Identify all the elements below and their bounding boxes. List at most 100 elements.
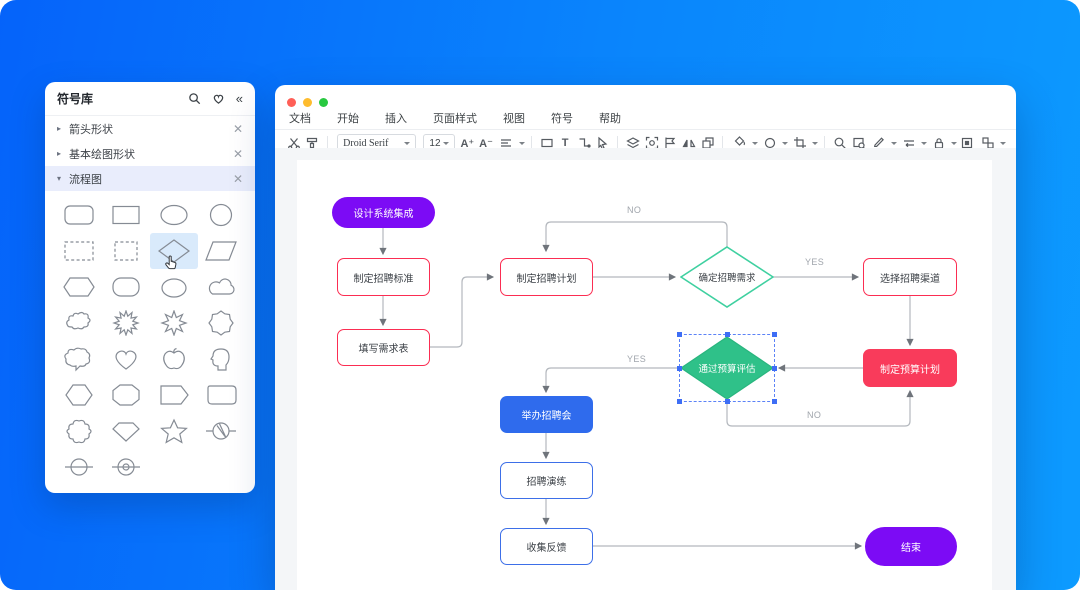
- shape-ellipse[interactable]: [150, 197, 198, 233]
- menu-help[interactable]: 帮助: [599, 113, 621, 125]
- shape-tool-icon[interactable]: [538, 133, 556, 153]
- layers-icon[interactable]: [624, 133, 642, 153]
- category-flowchart[interactable]: ▾ 流程图 ✕: [45, 166, 255, 191]
- menu-page-style[interactable]: 页面样式: [433, 113, 477, 125]
- selection-handle-e[interactable]: [772, 366, 777, 371]
- flow-node-start[interactable]: 设计系统集成: [332, 197, 435, 228]
- menu-document[interactable]: 文档: [289, 113, 311, 125]
- shape-rectangle[interactable]: [103, 197, 151, 233]
- flow-node-interview-drill[interactable]: 招聘演练: [500, 462, 593, 499]
- collapse-panel-icon[interactable]: «: [235, 91, 243, 106]
- shape-circle[interactable]: [198, 197, 246, 233]
- flow-node-end[interactable]: 结束: [865, 527, 957, 566]
- shape-scalloped-circle[interactable]: [198, 305, 246, 341]
- menu-symbol[interactable]: 符号: [551, 113, 573, 125]
- menu-view[interactable]: 视图: [503, 113, 525, 125]
- shape-circle-line[interactable]: [55, 449, 103, 485]
- shape-rounded-octagon[interactable]: [103, 269, 151, 305]
- shape-rounded-rectangle[interactable]: [55, 197, 103, 233]
- line-style-select[interactable]: [898, 133, 928, 153]
- selection-handle-w[interactable]: [677, 366, 682, 371]
- chevron-down-icon: [951, 141, 958, 145]
- align-flag-icon[interactable]: [661, 133, 679, 153]
- minimize-window-button[interactable]: [303, 98, 312, 107]
- selection-handle-s[interactable]: [725, 399, 730, 404]
- zoom-window-button[interactable]: [319, 98, 328, 107]
- symbol-library-panel: 符号库 « ▸ 箭头形状 ✕ ▸ 基本绘图形状 ✕ ▾ 流程图 ✕: [45, 82, 255, 493]
- shape-parallelogram[interactable]: [198, 233, 246, 269]
- flow-node-make-hiring-plan[interactable]: 制定招聘计划: [500, 258, 593, 296]
- chevron-down-icon: [891, 141, 898, 145]
- shape-rounded-corner-rect[interactable]: [198, 377, 246, 413]
- selection-handle-n[interactable]: [725, 332, 730, 337]
- favorites-heart-icon[interactable]: [212, 92, 225, 105]
- shape-hatched-circle[interactable]: [198, 413, 246, 449]
- line-style-icon: [898, 133, 919, 153]
- find-replace-icon[interactable]: [850, 133, 868, 153]
- shape-quatrefoil[interactable]: [55, 413, 103, 449]
- shape-octagon[interactable]: [103, 377, 151, 413]
- edge-label-yes-right: YES: [805, 257, 825, 267]
- shape-dashed-rectangle[interactable]: [55, 233, 103, 269]
- selection-handle-se[interactable]: [772, 399, 777, 404]
- flip-icon[interactable]: [680, 133, 698, 153]
- edge-label-yes-left: YES: [627, 354, 647, 364]
- shape-heart[interactable]: [103, 341, 151, 377]
- shape-head-profile[interactable]: [198, 341, 246, 377]
- increase-font-icon[interactable]: A⁺: [460, 137, 475, 150]
- flow-node-make-budget-plan[interactable]: 制定预算计划: [863, 349, 957, 387]
- connector-tool-icon[interactable]: [575, 133, 593, 153]
- menu-home[interactable]: 开始: [337, 113, 359, 125]
- shape-display[interactable]: [150, 269, 198, 305]
- close-icon[interactable]: ✕: [232, 121, 243, 136]
- selection-handle-nw[interactable]: [677, 332, 682, 337]
- chevron-down-icon: [921, 141, 928, 145]
- symbol-library-header: 符号库 «: [45, 82, 255, 116]
- text-align-select[interactable]: [496, 133, 525, 153]
- shape-style-select[interactable]: [759, 133, 789, 153]
- insert-image-icon[interactable]: [958, 133, 976, 153]
- shape-point-right-pentagon[interactable]: [150, 377, 198, 413]
- selection-handle-sw[interactable]: [677, 399, 682, 404]
- shape-circle-target[interactable]: [103, 449, 151, 485]
- shape-dashed-square[interactable]: [103, 233, 151, 269]
- decrease-font-icon[interactable]: A⁻: [479, 137, 493, 150]
- canvas[interactable]: 设计系统集成 制定招聘标准 填写需求表 制定招聘计划 确定招聘需求 选择招聘渠道…: [275, 148, 1016, 590]
- shape-cloud[interactable]: [198, 269, 246, 305]
- shape-explosion-12[interactable]: [103, 305, 151, 341]
- shape-star[interactable]: [150, 413, 198, 449]
- selection-handle-ne[interactable]: [772, 332, 777, 337]
- shape-grid: [45, 191, 255, 491]
- shape-hexagon[interactable]: [55, 377, 103, 413]
- category-arrow-shapes[interactable]: ▸ 箭头形状 ✕: [57, 121, 243, 136]
- shape-explosion-8[interactable]: [150, 305, 198, 341]
- shape-hexagon-wide[interactable]: [55, 269, 103, 305]
- chevron-down-icon: [518, 141, 525, 145]
- crop-select[interactable]: [789, 133, 819, 153]
- text-tool-icon[interactable]: T: [561, 137, 569, 149]
- shape-callout-blob[interactable]: [55, 341, 103, 377]
- flow-node-define-standards[interactable]: 制定招聘标准: [337, 258, 430, 296]
- shape-cloud-blob[interactable]: [55, 305, 103, 341]
- shape-apple[interactable]: [150, 341, 198, 377]
- shape-style-icon: [759, 133, 780, 153]
- flow-node-confirm-needs[interactable]: 确定招聘需求: [680, 246, 774, 308]
- chevron-right-icon: ▸: [57, 149, 62, 158]
- menu-insert[interactable]: 插入: [385, 113, 407, 125]
- close-icon[interactable]: ✕: [232, 146, 243, 161]
- flow-node-choose-channels[interactable]: 选择招聘渠道: [863, 258, 957, 296]
- flow-node-hold-job-fair[interactable]: 举办招聘会: [500, 396, 593, 433]
- close-window-button[interactable]: [287, 98, 296, 107]
- crop-icon: [789, 133, 810, 153]
- format-painter-icon[interactable]: [304, 133, 322, 153]
- frame-icon[interactable]: [643, 133, 661, 153]
- menu-bar: 文档 开始 插入 页面样式 视图 符号 帮助: [275, 103, 1016, 129]
- flow-node-collect-feedback[interactable]: 收集反馈: [500, 528, 593, 565]
- flow-node-fill-request-form[interactable]: 填写需求表: [337, 329, 430, 366]
- search-icon[interactable]: [831, 133, 849, 153]
- shape-gem[interactable]: [103, 413, 151, 449]
- search-icon[interactable]: [188, 92, 201, 105]
- category-basic-shapes[interactable]: ▸ 基本绘图形状 ✕: [57, 146, 243, 161]
- close-icon[interactable]: ✕: [232, 171, 243, 186]
